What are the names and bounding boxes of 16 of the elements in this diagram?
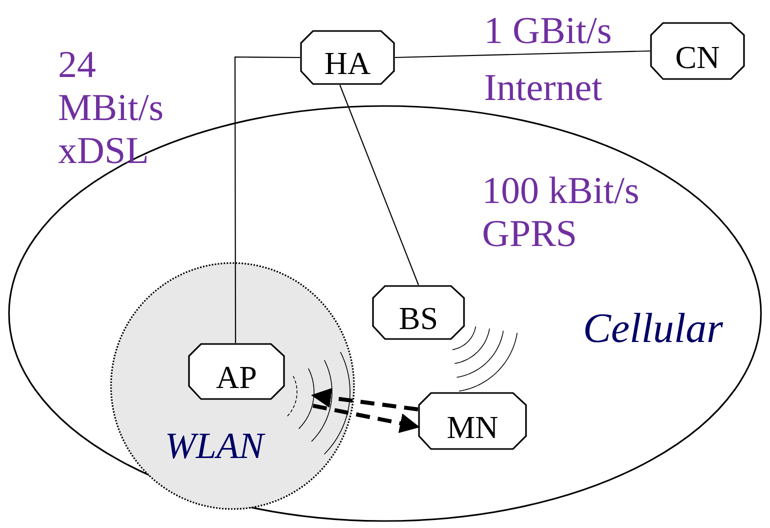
link-speed-label: 24 MBit/s xDSL (58, 44, 165, 173)
area-label: WLAN (165, 428, 264, 465)
area-label: Cellular (583, 308, 724, 350)
node-label: HA (324, 47, 371, 79)
network-link (394, 50, 650, 58)
node-label: BS (398, 302, 438, 334)
link-speed-label: Internet (484, 67, 602, 110)
arrow (312, 404, 420, 434)
node-label: MN (446, 410, 498, 443)
node-label: AP (216, 361, 257, 394)
network-link (234, 56, 300, 343)
link-speed-label: 1 GBit/s (484, 10, 612, 53)
link-speed-label: 100 kBit/s GPRS (482, 170, 640, 256)
node-label: CN (675, 40, 720, 73)
arrow (311, 388, 418, 412)
network-link (339, 84, 420, 286)
